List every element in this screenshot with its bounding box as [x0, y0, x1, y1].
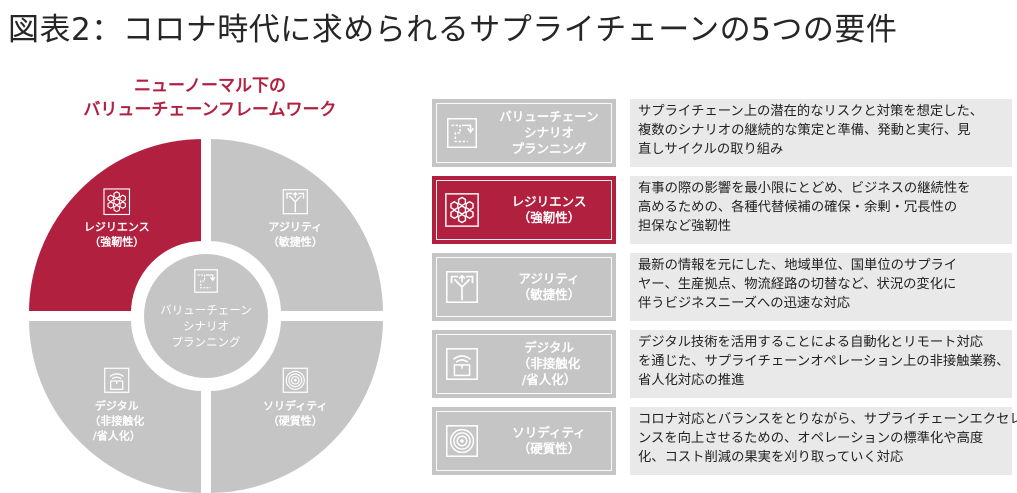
- label-frame: [436, 411, 612, 471]
- description-line: 高めるための、各種代替候補の確保・余剰・冗長性の: [638, 200, 958, 215]
- wheel-center-label: シナリオ: [183, 319, 229, 333]
- label-frame: [436, 180, 612, 240]
- description-line: 有事の際の影響を最小限にとどめ、ビジネスの継続性を: [638, 181, 971, 196]
- framework-title-line1: ニューノーマル下の: [134, 76, 286, 96]
- scenario-flow-icon: [194, 269, 218, 293]
- requirement-row: デジタル （非接触化 /省人化） デジタル技術を活用することによる自動化とリモート…: [432, 330, 1012, 398]
- description-line: 担保など強靭性: [638, 219, 732, 234]
- wheel-segment-label: （硬質性）: [268, 413, 323, 427]
- description-line: 直しサイクルの取り組み: [638, 142, 784, 157]
- requirement-label-box: デジタル （非接触化 /省人化）: [432, 330, 616, 398]
- requirement-row: レジリエンス （強靭性） 有事の際の影響を最小限にとどめ、ビジネスの継続性を高める…: [432, 176, 1012, 244]
- requirement-name: バリューチェーン シナリオ プランニング: [499, 109, 599, 156]
- wheel-segment-digital: デジタル（非接触化/省人化）: [24, 316, 206, 493]
- concentric-target-icon: [446, 425, 478, 457]
- requirement-name: ソリディティ （硬質性）: [512, 425, 586, 456]
- wheel-segment-label: ソリディティ: [263, 398, 328, 412]
- label-frame: [436, 103, 612, 163]
- requirement-name: デジタル （非接触化 /省人化）: [517, 340, 581, 387]
- wheel-segment-label: （非接触化: [89, 413, 144, 427]
- description-line: サプライチェーン上の潜在的なリスクと対策を想定した、: [638, 104, 984, 119]
- requirement-row: バリューチェーン シナリオ プランニングサプライチェーン上の潜在的なリスクと対策…: [432, 99, 1012, 167]
- requirement-description: コロナ対応とバランスをとりながら、サプライチェーンエクセレンスを向上させるための…: [630, 407, 1017, 475]
- requirement-label-box: バリューチェーン シナリオ プランニング: [432, 99, 616, 167]
- wheel-segment-agility: アジリティ（敏捷性）: [206, 134, 388, 316]
- description-line: ンスを向上させるための、オペレーションの標準化や高度: [638, 431, 984, 446]
- requirement-row: アジリティ （敏捷性） 最新の情報を元にした、地域単位、国単位のサプライヤー、生産…: [432, 253, 1012, 321]
- requirement-row: ソリディティ （硬質性） コロナ対応とバランスをとりながら、サプライチェーンエクセ…: [432, 407, 1017, 475]
- wheel-segment-label: （敏捷性）: [268, 235, 323, 249]
- framework-wheel: レジリエンス（強靭性） アジリティ（敏捷性） ソリディティ（硬質性） デジタル（…: [24, 134, 388, 493]
- description-line: ヤー、生産拠点、物流経路の切替など、状況の変化に: [638, 277, 957, 292]
- requirement-name: アジリティ （敏捷性）: [517, 271, 581, 302]
- requirement-description: デジタル技術を活用することによる自動化とリモート対応を通じた、サプライチェーンオ…: [630, 330, 1012, 398]
- description-line: 省人化対応の推進: [638, 373, 745, 388]
- description-line: を通じた、サプライチェーンオペレーション上の非接触業務、: [638, 354, 1010, 369]
- requirement-description: 最新の情報を元にした、地域単位、国単位のサプライヤー、生産拠点、物流経路の切替な…: [630, 253, 1012, 321]
- scenario-flow-icon: [446, 117, 478, 149]
- wheel-segment-label: デジタル: [95, 398, 139, 412]
- requirement-label-box: アジリティ （敏捷性）: [432, 253, 616, 321]
- requirement-name: レジリエンス （強靭性）: [511, 194, 587, 225]
- wheel-segment-resilience: レジリエンス（強靭性）: [24, 134, 206, 316]
- requirement-description: サプライチェーン上の潜在的なリスクと対策を想定した、複数のシナリオの継続的な策定…: [630, 99, 1012, 167]
- requirement-label-box: レジリエンス （強靭性）: [432, 176, 616, 244]
- split-arrows-icon: [282, 189, 308, 215]
- wheel-center-label: バリューチェーン: [160, 303, 251, 317]
- wifi-box-icon: [104, 367, 130, 393]
- description-line: 伴うビジネスニーズへの迅速な対応: [638, 296, 851, 311]
- description-line: コロナ対応とバランスをとりながら、サプライチェーンエクセレ: [638, 412, 1017, 427]
- wheel-segment-label: /省人化）: [93, 428, 141, 442]
- page-title: 図表2：コロナ時代に求められるサプライチェーンの5つの要件: [8, 12, 898, 48]
- concentric-target-icon: [282, 367, 308, 393]
- wifi-box-icon: [446, 348, 478, 380]
- hexagon-cluster-icon: [103, 188, 131, 216]
- framework-title-line2: バリューチェーンフレームワーク: [83, 100, 337, 120]
- framework-title: ニューノーマル下の バリューチェーンフレームワーク: [60, 74, 360, 122]
- label-frame: [436, 257, 612, 317]
- description-line: 最新の情報を元にした、地域単位、国単位のサプライ: [638, 258, 958, 273]
- requirement-description: 有事の際の影響を最小限にとどめ、ビジネスの継続性を高めるための、各種代替候補の確…: [630, 176, 1012, 244]
- wheel-segment-solidity: ソリディティ（硬質性）: [206, 316, 388, 493]
- requirement-label-box: ソリディティ （硬質性）: [432, 407, 616, 475]
- wheel-center-label: プランニング: [172, 335, 241, 349]
- wheel-segment-label: （強靭性）: [89, 235, 144, 249]
- description-line: 化、コスト削減の果実を刈り取っていく対応: [638, 450, 904, 465]
- wheel-segment-label: アジリティ: [268, 221, 322, 234]
- description-line: 複数のシナリオの継続的な策定と準備、発動と実行、見: [638, 123, 971, 138]
- hexagon-cluster-icon: [445, 193, 479, 227]
- label-frame: [436, 334, 612, 394]
- split-arrows-icon: [446, 271, 478, 303]
- wheel-segment-label: レジリエンス: [84, 221, 150, 234]
- description-line: デジタル技術を活用することによる自動化とリモート対応: [638, 335, 984, 350]
